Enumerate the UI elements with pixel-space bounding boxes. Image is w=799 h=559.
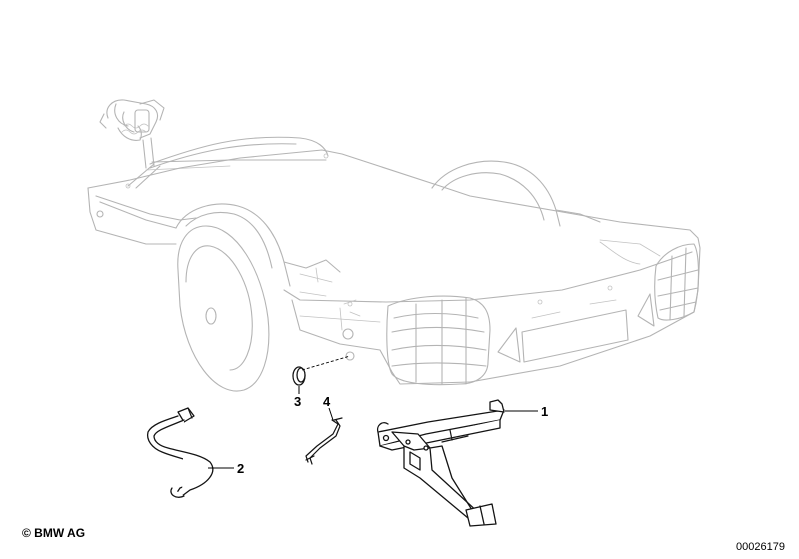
callout-1[interactable]: 1: [541, 404, 548, 419]
clip-part-4[interactable]: [305, 417, 343, 465]
copyright-notice: © BMW AG: [22, 526, 86, 540]
leader-line-4: [328, 407, 334, 421]
callout-4[interactable]: 4: [323, 394, 331, 409]
drawing-number: 00026179: [736, 541, 785, 553]
callout-3[interactable]: 3: [294, 394, 301, 409]
trailer-coupling-ghost: [99, 99, 165, 169]
leader-line-3: [301, 355, 351, 371]
support-stand-part-1[interactable]: [376, 399, 505, 527]
crank-handle-part-2[interactable]: [146, 407, 214, 498]
trailer-ghost-drawing: [87, 99, 701, 392]
cap-part-3[interactable]: [292, 366, 306, 386]
callout-2[interactable]: 2: [237, 461, 244, 476]
